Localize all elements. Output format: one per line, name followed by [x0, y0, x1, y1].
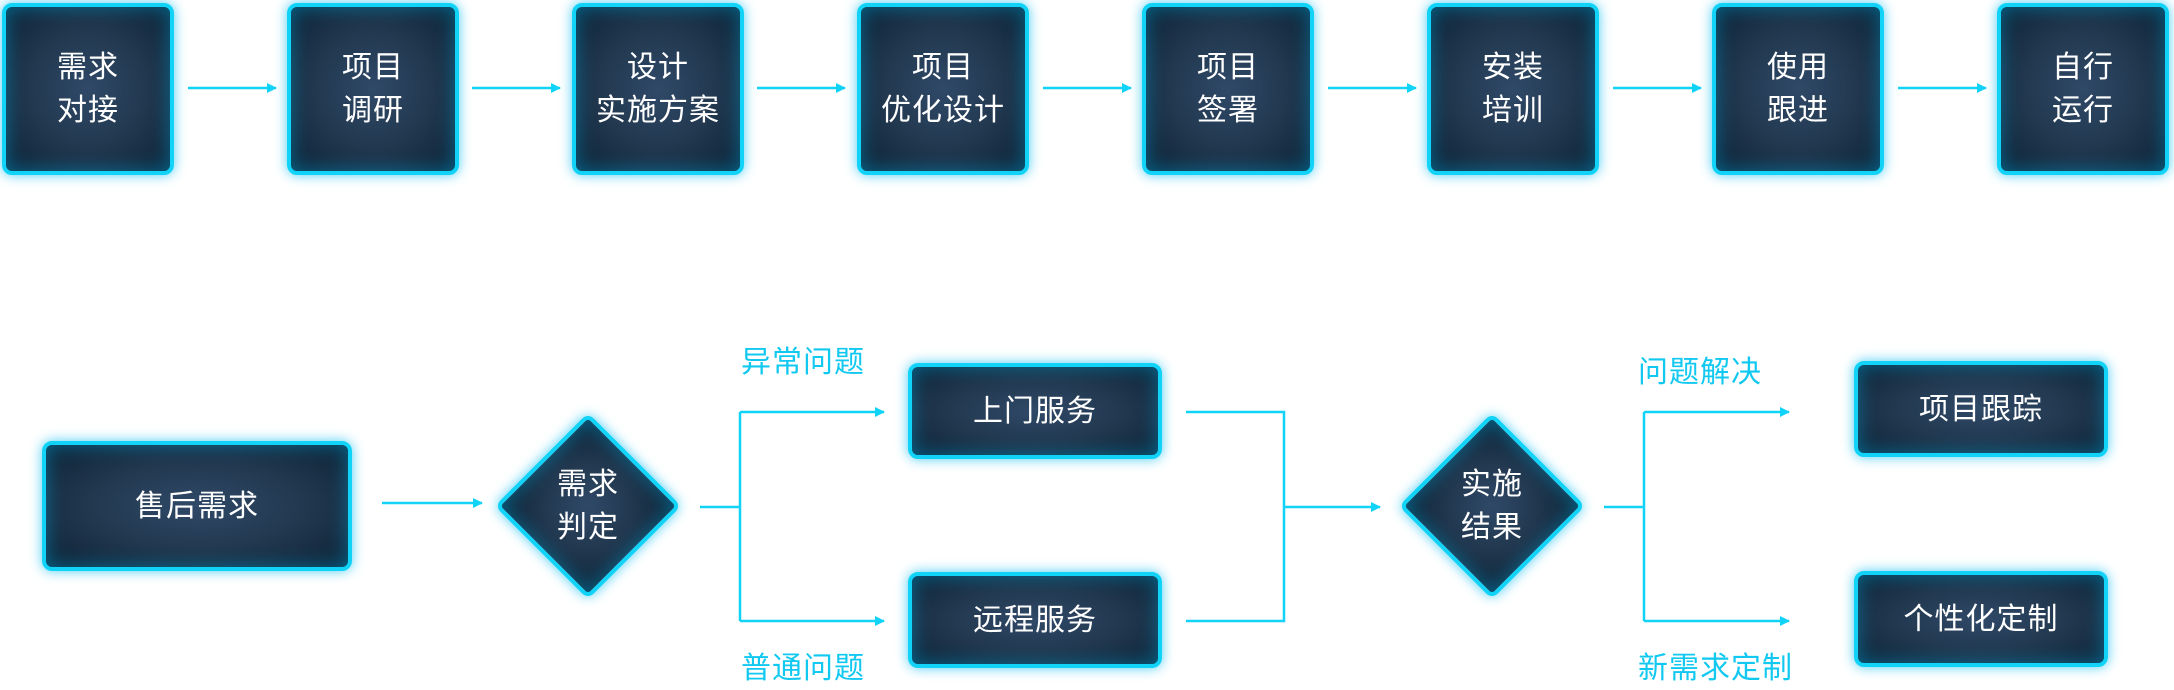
- step-label: 调研: [342, 93, 404, 128]
- project-tracking-node: 项目跟踪: [1854, 361, 2108, 457]
- step-label: 优化设计: [881, 93, 1005, 128]
- step-label: 项目: [912, 50, 974, 85]
- step-label: 培训: [1482, 93, 1544, 128]
- onsite-service-node: 上门服务: [908, 363, 1162, 459]
- process-step-7: 使用 跟进: [1712, 3, 1884, 175]
- process-step-5: 项目 签署: [1142, 3, 1314, 175]
- node-label: 项目跟踪: [1919, 391, 2043, 427]
- step-label: 安装: [1482, 50, 1544, 85]
- decision-label-group: 实施 结果: [1398, 412, 1586, 600]
- branch-label-solved: 问题解决: [1638, 355, 1762, 390]
- step-label: 对接: [57, 93, 119, 128]
- process-step-4: 项目 优化设计: [857, 3, 1029, 175]
- step-label: 项目: [1197, 50, 1259, 85]
- remote-service-node: 远程服务: [908, 572, 1162, 668]
- node-label: 上门服务: [973, 393, 1097, 429]
- process-step-8: 自行 运行: [1997, 3, 2169, 175]
- step-label: 需求: [57, 50, 119, 85]
- step-label: 跟进: [1767, 93, 1829, 128]
- node-label: 远程服务: [973, 602, 1097, 638]
- result-decision-node: 实施 结果: [1398, 412, 1586, 600]
- decision-label: 实施: [1461, 467, 1523, 502]
- decision-label: 判定: [557, 510, 619, 545]
- process-step-3: 设计 实施方案: [572, 3, 744, 175]
- branch-label-new-need: 新需求定制: [1638, 651, 1793, 686]
- split-to-outcomes: [1604, 412, 1646, 621]
- customization-node: 个性化定制: [1854, 571, 2108, 667]
- merge-services: [1186, 410, 1286, 623]
- process-step-6: 安装 培训: [1427, 3, 1599, 175]
- step-label: 自行: [2052, 50, 2114, 85]
- branch-label-abnormal: 异常问题: [741, 345, 865, 380]
- decision-label-group: 需求 判定: [494, 412, 682, 600]
- step-label: 使用: [1767, 50, 1829, 85]
- node-label: 售后需求: [135, 488, 259, 524]
- requirement-decision-node: 需求 判定: [494, 412, 682, 600]
- step-label: 项目: [342, 50, 404, 85]
- branch-label-normal: 普通问题: [741, 651, 865, 686]
- after-sales-request-node: 售后需求: [42, 441, 352, 571]
- step-label: 实施方案: [596, 93, 720, 128]
- step-label: 设计: [627, 50, 689, 85]
- decision-label: 结果: [1461, 510, 1523, 545]
- split-to-services: [700, 412, 742, 621]
- decision-label: 需求: [557, 467, 619, 502]
- step-label: 签署: [1197, 93, 1259, 128]
- process-step-2: 项目 调研: [287, 3, 459, 175]
- step-label: 运行: [2052, 93, 2114, 128]
- node-label: 个性化定制: [1903, 601, 2059, 637]
- process-step-1: 需求 对接: [2, 3, 174, 175]
